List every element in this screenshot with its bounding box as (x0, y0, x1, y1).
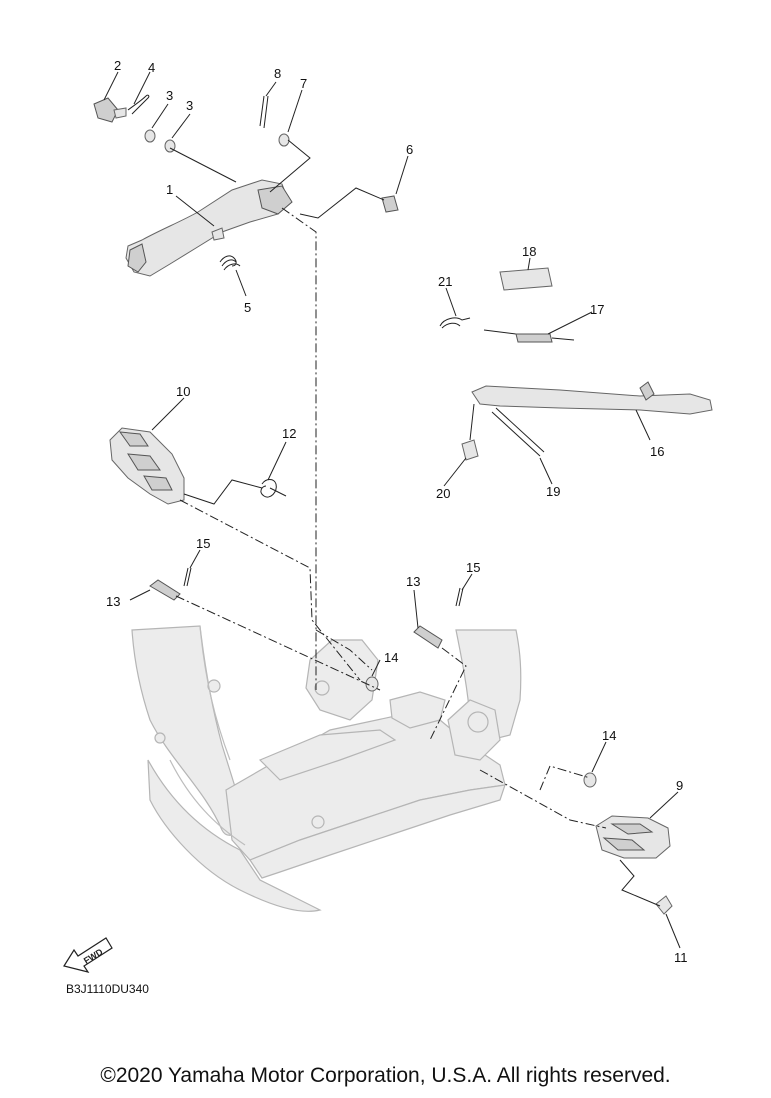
side-stand (471, 381, 713, 415)
bolt-13-right (413, 625, 443, 649)
return-spring-5 (219, 255, 241, 271)
callout-3a: 3 (166, 88, 173, 103)
callout-11: 11 (674, 950, 688, 965)
callout-2: 2 (114, 58, 121, 73)
spring-12 (260, 479, 287, 498)
pin-15-right (455, 587, 464, 607)
cotter-pin-4 (127, 94, 150, 115)
brake-pedal (125, 179, 293, 277)
assembly-lines (169, 139, 661, 907)
callout-5: 5 (244, 300, 251, 315)
bushing-20 (461, 439, 479, 461)
callout-3b: 3 (186, 98, 193, 113)
footrest-left (595, 815, 671, 859)
pivot-bolt-6 (381, 195, 399, 213)
callout-13a: 13 (106, 594, 120, 609)
diagram-code: B3J1110DU340 (66, 982, 149, 996)
pin-19 (491, 407, 545, 457)
callout-18: 18 (522, 244, 536, 259)
spring-17 (483, 329, 575, 343)
callout-4: 4 (148, 60, 155, 75)
callout-13b: 13 (406, 574, 420, 589)
footrest-right (109, 427, 185, 505)
leader-lines (103, 71, 681, 949)
pin-15-left (183, 567, 192, 587)
washer-14-lower (583, 772, 597, 788)
callout-12: 12 (282, 426, 296, 441)
callout-9: 9 (676, 778, 683, 793)
bolt-13-left (149, 579, 181, 601)
spring-11 (655, 895, 673, 915)
washer-7 (278, 133, 290, 147)
callout-7: 7 (300, 76, 307, 91)
collar-18 (499, 267, 553, 291)
callout-10: 10 (176, 384, 190, 399)
callout-17: 17 (590, 302, 604, 317)
callout-20: 20 (436, 486, 450, 501)
washer-3a (144, 129, 156, 143)
clip-21 (439, 317, 471, 329)
fwd-arrow: FWD (63, 937, 113, 973)
callout-14a: 14 (384, 650, 398, 665)
callout-16: 16 (650, 444, 664, 459)
callout-15b: 15 (466, 560, 480, 575)
callout-1: 1 (166, 182, 173, 197)
callout-15a: 15 (196, 536, 210, 551)
callout-21: 21 (438, 274, 452, 289)
callout-19: 19 (546, 484, 560, 499)
callouts: 2 4 3 3 8 7 6 1 5 18 21 17 10 12 16 20 1… (106, 58, 688, 965)
frame-outline (131, 625, 522, 912)
callout-8: 8 (274, 66, 281, 81)
callout-14b: 14 (602, 728, 616, 743)
cotter-pin-8 (259, 95, 269, 129)
copyright-notice: ©2020 Yamaha Motor Corporation, U.S.A. A… (100, 1064, 671, 1087)
callout-6: 6 (406, 142, 413, 157)
adjuster-bolt (93, 97, 127, 123)
